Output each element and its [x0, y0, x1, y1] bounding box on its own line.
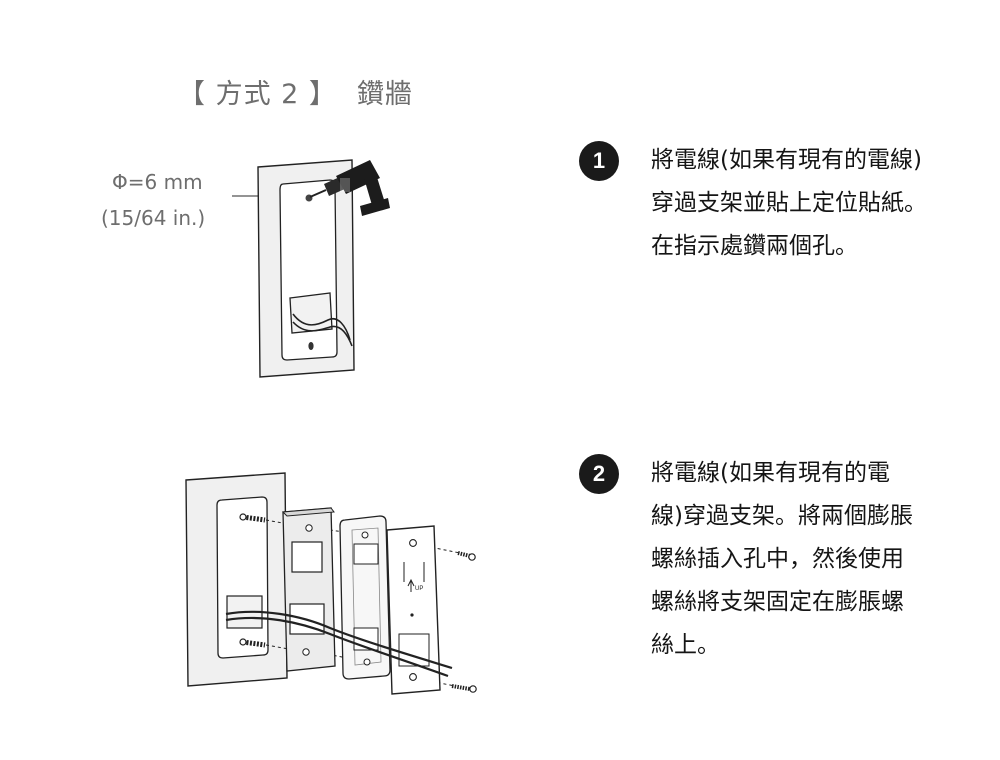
instruction-line: 在指示處鑽兩個孔。	[651, 233, 858, 259]
drill-hole-bottom	[308, 342, 314, 350]
cable	[292, 313, 351, 341]
drill-diameter-label: Φ=6 mm	[112, 170, 203, 194]
cable-window	[289, 292, 333, 334]
step-number: 1	[592, 148, 606, 173]
step-2-instructions: 將電線(如果有現有的電 線)穿過支架。將兩個膨脹 螺絲插入孔中，然後使用 螺絲將…	[651, 452, 913, 667]
cable	[292, 321, 353, 347]
instruction-line: 穿過支架並貼上定位貼紙。	[651, 190, 927, 216]
instruction-line: 螺絲將支架固定在膨脹螺	[651, 589, 904, 615]
instruction-line: 螺絲插入孔中，然後使用	[651, 546, 904, 572]
wall-anchor-top	[239, 513, 266, 523]
instruction-line: 線)穿過支架。將兩個膨脹	[651, 503, 913, 529]
screw-top	[457, 551, 476, 561]
cable	[225, 610, 453, 678]
up-marker-label: UP	[415, 586, 423, 592]
instruction-line: 將電線(如果有現有的電線)	[651, 147, 922, 173]
step-number: 2	[592, 461, 606, 486]
method-name: 鑽牆	[356, 79, 413, 110]
position-sticker	[279, 179, 338, 361]
instruction-line: 絲上。	[651, 632, 720, 658]
drill-diameter-imperial-label: (15/64 in.)	[101, 206, 206, 230]
step-1-instructions: 將電線(如果有現有的電線) 穿過支架並貼上定位貼紙。 在指示處鑽兩個孔。	[651, 139, 927, 268]
screw-bottom	[451, 684, 477, 693]
instruction-line: 將電線(如果有現有的電	[651, 460, 890, 486]
method-title: 【 方式 2 】鑽牆	[178, 72, 413, 111]
method-label: 【 方式 2 】	[178, 79, 337, 110]
mounting-bracket	[281, 507, 336, 672]
wall-anchor-bottom	[239, 638, 266, 648]
mounting-plate: UP	[386, 525, 441, 695]
bracket-assembly-illustration: UP	[185, 472, 477, 695]
step-2-badge: 2	[579, 454, 619, 494]
drill-icon	[309, 160, 390, 216]
drill-wall-illustration	[232, 159, 390, 378]
device-back-cover	[339, 515, 391, 680]
step-1-badge: 1	[579, 141, 619, 181]
